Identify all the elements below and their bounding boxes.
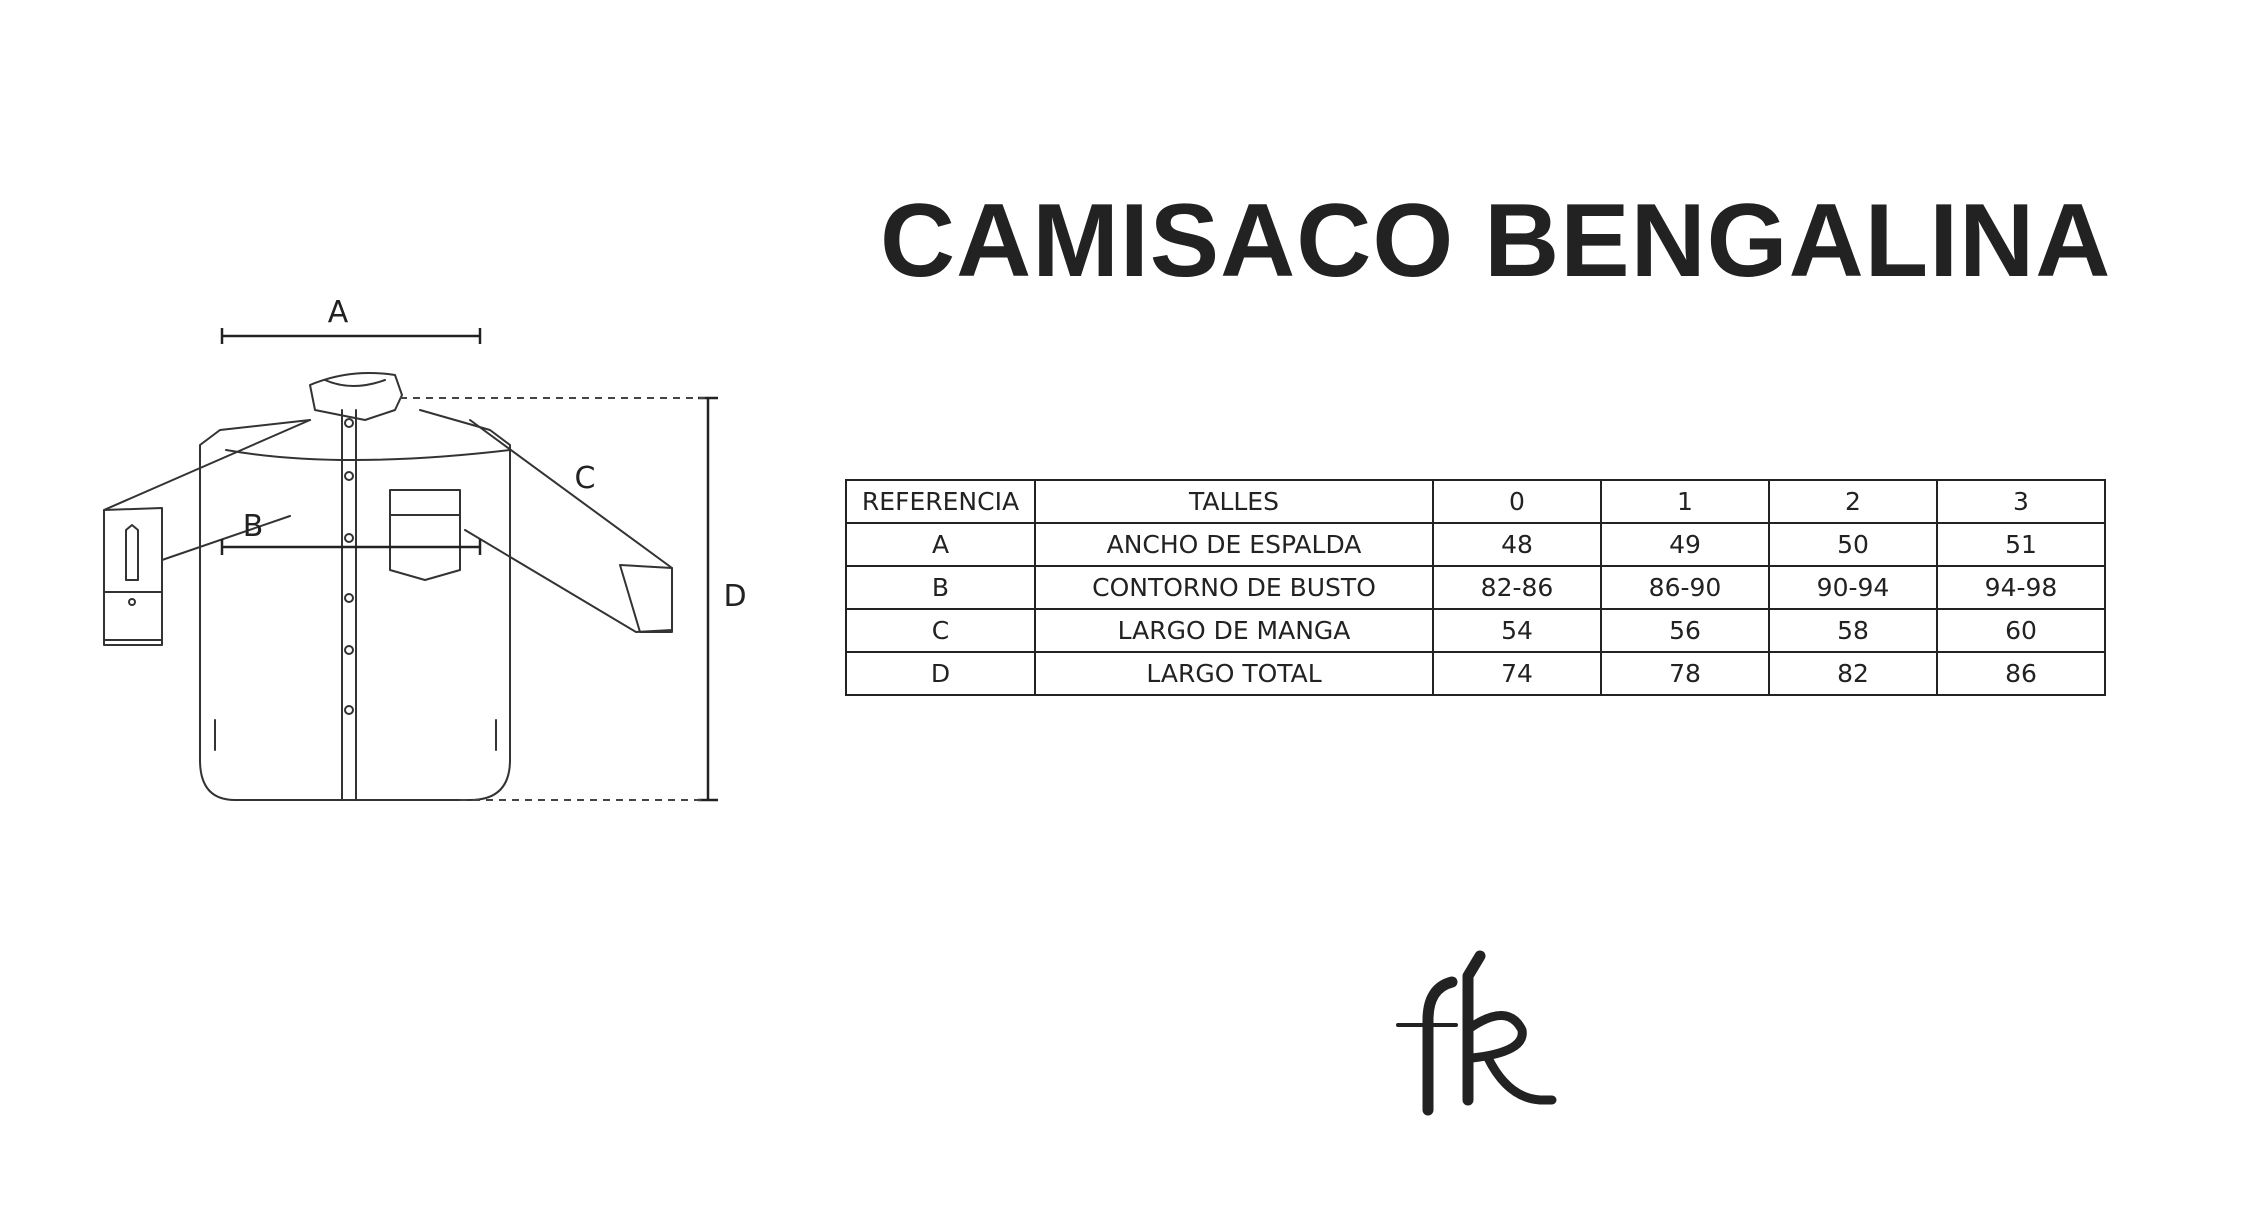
- fk-monogram-logo: [1396, 950, 1557, 1116]
- header-referencia: REFERENCIA: [845, 479, 1036, 524]
- shirt-yoke: [225, 449, 511, 461]
- row-value: 60: [1936, 608, 2106, 653]
- header-size-0: 0: [1432, 479, 1602, 524]
- header-size-2: 2: [1768, 479, 1938, 524]
- row-measurement-name: LARGO DE MANGA: [1034, 608, 1434, 653]
- row-reference: D: [845, 651, 1036, 696]
- table-row: A ANCHO DE ESPALDA 48 49 50 51: [845, 522, 2106, 567]
- size-chart-table: REFERENCIA TALLES 0 1 2 3 A ANCHO DE ESP…: [845, 479, 2106, 696]
- row-measurement-name: CONTORNO DE BUSTO: [1034, 565, 1434, 610]
- left-cuff: [103, 507, 163, 646]
- chest-pocket: [389, 489, 461, 581]
- table-row: D LARGO TOTAL 74 78 82 86: [845, 651, 2106, 696]
- row-value: 58: [1768, 608, 1938, 653]
- row-value: 48: [1432, 522, 1602, 567]
- row-measurement-name: ANCHO DE ESPALDA: [1034, 522, 1434, 567]
- row-value: 51: [1936, 522, 2106, 567]
- shirt-body: [199, 409, 511, 801]
- row-reference: A: [845, 522, 1036, 567]
- measure-c-label: C: [575, 461, 596, 496]
- shirt-collar: [309, 371, 403, 421]
- left-sleeve: [103, 419, 311, 641]
- measurement-lines: [220, 328, 718, 802]
- row-value: 54: [1432, 608, 1602, 653]
- row-measurement-name: LARGO TOTAL: [1034, 651, 1434, 696]
- row-value: 50: [1768, 522, 1938, 567]
- right-cuff: [619, 564, 673, 633]
- row-value: 74: [1432, 651, 1602, 696]
- header-size-3: 3: [1936, 479, 2106, 524]
- header-talles: TALLES: [1034, 479, 1434, 524]
- measure-d-label: D: [723, 579, 746, 614]
- row-reference: B: [845, 565, 1036, 610]
- row-value: 49: [1600, 522, 1770, 567]
- page-title: CAMISACO BENGALINA: [880, 183, 2112, 299]
- row-value: 86: [1936, 651, 2106, 696]
- row-reference: C: [845, 608, 1036, 653]
- row-value: 94-98: [1936, 565, 2106, 610]
- measure-a-label: A: [328, 295, 349, 330]
- table-header-row: REFERENCIA TALLES 0 1 2 3: [845, 479, 2106, 524]
- header-size-1: 1: [1600, 479, 1770, 524]
- row-value: 82-86: [1432, 565, 1602, 610]
- shirt-illustration: [103, 371, 673, 801]
- row-value: 86-90: [1600, 565, 1770, 610]
- row-value: 78: [1600, 651, 1770, 696]
- row-value: 82: [1768, 651, 1938, 696]
- row-value: 90-94: [1768, 565, 1938, 610]
- measure-b-label: B: [243, 509, 264, 544]
- row-value: 56: [1600, 608, 1770, 653]
- shirt-measurement-diagram: A B C D: [103, 295, 747, 802]
- table-row: C LARGO DE MANGA 54 56 58 60: [845, 608, 2106, 653]
- table-row: B CONTORNO DE BUSTO 82-86 86-90 90-94 94…: [845, 565, 2106, 610]
